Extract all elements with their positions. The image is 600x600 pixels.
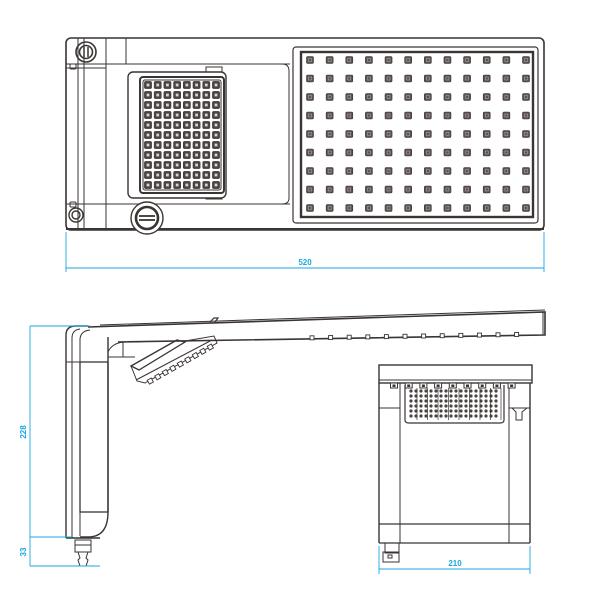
inlet-fitting-side bbox=[74, 539, 92, 567]
large-nozzle-grid bbox=[306, 56, 530, 212]
dimensions bbox=[29, 232, 545, 574]
front-nozzle-row bbox=[390, 382, 516, 389]
side-nozzle-row bbox=[309, 332, 520, 341]
inlet-icon bbox=[68, 207, 84, 223]
small-nozzle-grid bbox=[144, 81, 220, 189]
front-view bbox=[378, 364, 533, 563]
large-head-outline bbox=[292, 46, 539, 224]
dimension-width-label: 210 bbox=[448, 559, 462, 568]
dimension-inlet-label: 33 bbox=[19, 547, 28, 556]
knob-top-icon bbox=[75, 41, 97, 63]
side-arm bbox=[87, 311, 546, 343]
handheld-nozzle-row bbox=[146, 343, 215, 385]
handheld-head-side bbox=[129, 335, 218, 384]
dimension-height-label: 228 bbox=[19, 425, 28, 439]
front-handheld-grid bbox=[409, 388, 502, 420]
dimension-length-label: 520 bbox=[298, 258, 312, 267]
temperature-dial-icon bbox=[130, 201, 164, 235]
side-view bbox=[65, 309, 546, 567]
top-view bbox=[65, 37, 545, 235]
